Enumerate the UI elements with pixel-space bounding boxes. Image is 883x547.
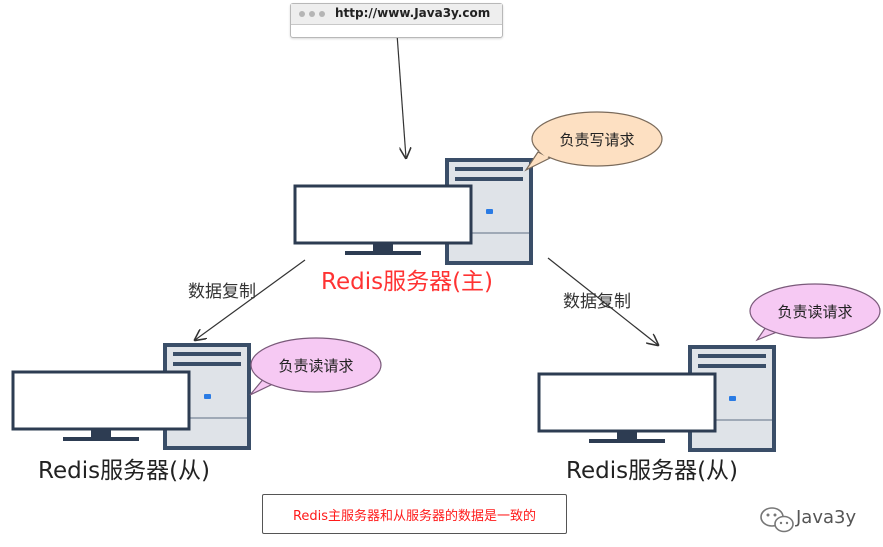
master-monitor-icon (293, 184, 473, 257)
replication-label-left: 数据复制 (188, 282, 256, 302)
replication-arrow-left (195, 259, 306, 340)
replication-arrow-right (547, 257, 658, 345)
request-arrow (396, 33, 406, 158)
slave-right-server-label: Redis服务器(从) (566, 458, 739, 484)
slave-left-server (11, 343, 251, 450)
window-dot-icon (299, 11, 305, 17)
consistency-note-text: Redis主服务器和从服务器的数据是一致的 (292, 509, 537, 524)
write-bubble (524, 111, 663, 172)
write-bubble-text: 负责写请求 (559, 131, 635, 149)
slave-right-server (537, 345, 776, 452)
consistency-note: Redis主服务器和从服务器的数据是一致的 (262, 494, 567, 534)
watermark-text: Java3y (796, 507, 857, 528)
browser-address-bar: http://www.Java3y.com (291, 4, 502, 25)
read-bubble-left (249, 337, 382, 396)
browser-window: http://www.Java3y.com (290, 3, 503, 38)
replication-label-right: 数据复制 (563, 292, 631, 312)
read-bubble-right (749, 283, 881, 342)
browser-url: http://www.Java3y.com (335, 6, 491, 20)
master-server-label: Redis服务器(主) (321, 269, 494, 295)
wechat-icon (760, 507, 794, 533)
read-bubble-right-text: 负责读请求 (777, 303, 853, 321)
window-dot-icon (309, 11, 315, 17)
window-dot-icon (319, 11, 325, 17)
master-server (293, 158, 533, 265)
slave-left-monitor-icon (11, 370, 191, 443)
read-bubble-left-text: 负责读请求 (278, 357, 354, 375)
slave-left-server-label: Redis服务器(从) (38, 458, 211, 484)
